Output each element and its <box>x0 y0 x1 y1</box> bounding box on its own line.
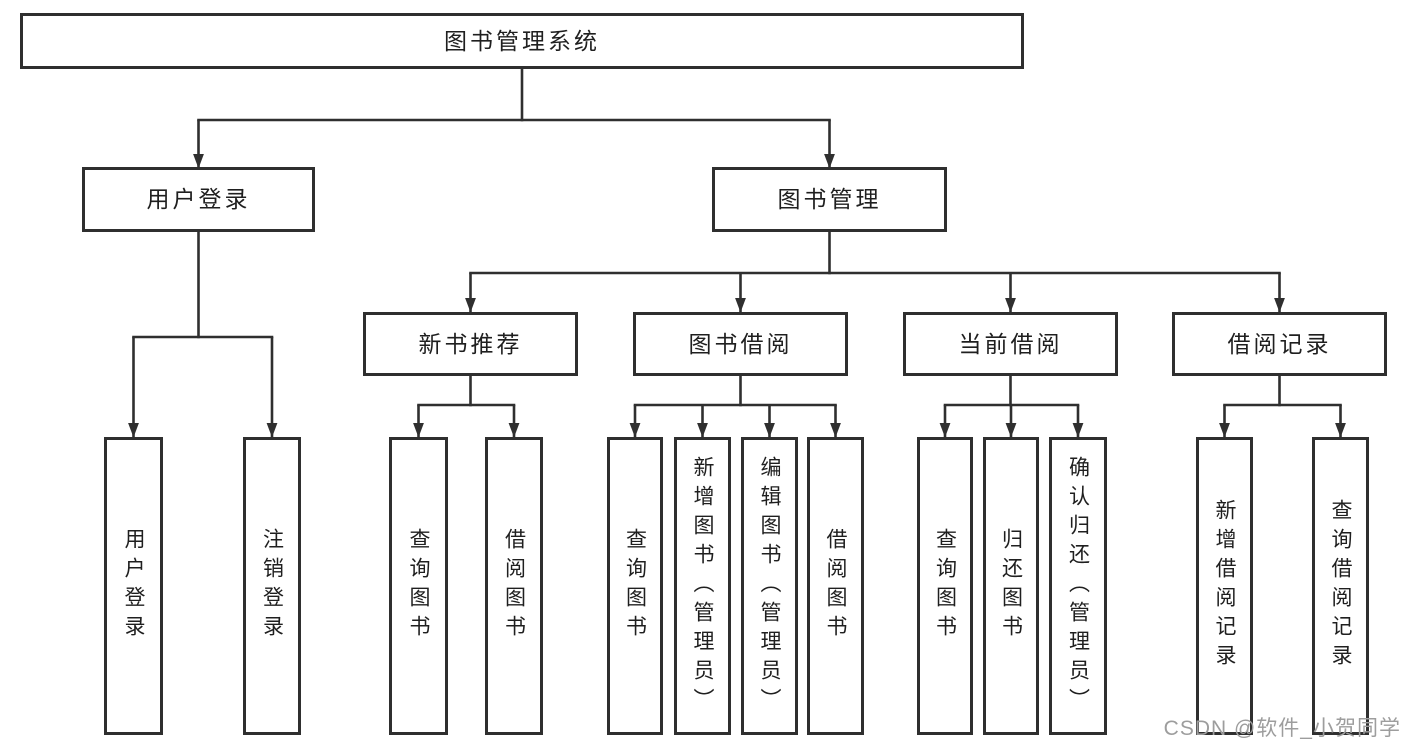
leaf-borrow-borrow-books-label: 借阅图书 <box>824 528 847 644</box>
edges-user-login <box>128 230 278 438</box>
leaf-borrow-query-books-label: 查询图书 <box>623 528 647 644</box>
leaf-records-query-record-label: 查询借阅记录 <box>1329 499 1352 673</box>
edges-book-borrow <box>629 374 841 438</box>
node-new-book-rec-label: 新书推荐 <box>418 330 523 357</box>
leaf-borrow-edit-books-admin: 编辑图书（管理员） <box>741 437 798 735</box>
edges-new-book-rec <box>413 374 520 438</box>
leaf-current-return-books-label: 归还图书 <box>999 528 1023 644</box>
node-book-borrow-label: 图书借阅 <box>688 330 793 357</box>
leaf-newrec-query-books: 查询图书 <box>389 437 448 735</box>
leaf-records-query-record: 查询借阅记录 <box>1312 437 1369 735</box>
edges-current-borrow <box>939 374 1084 438</box>
edges-root-to-level2 <box>193 67 835 169</box>
node-borrow-records: 借阅记录 <box>1172 312 1387 376</box>
node-current-borrow-label: 当前借阅 <box>958 330 1063 357</box>
edges-book-mgmt <box>465 230 1285 313</box>
node-user-login: 用户登录 <box>82 167 315 232</box>
node-new-book-rec: 新书推荐 <box>363 312 578 376</box>
leaf-borrow-add-books-admin: 新增图书（管理员） <box>674 437 731 735</box>
node-book-mgmt: 图书管理 <box>712 167 947 232</box>
csdn-watermark: CSDN @软件_小贺同学 <box>1163 717 1401 740</box>
leaf-newrec-query-books-label: 查询图书 <box>407 528 430 644</box>
leaf-borrow-borrow-books: 借阅图书 <box>807 437 864 735</box>
node-root-label: 图书管理系统 <box>444 27 600 54</box>
leaf-current-query-books-label: 查询图书 <box>933 528 957 644</box>
node-current-borrow: 当前借阅 <box>903 312 1118 376</box>
leaf-borrow-edit-books-admin-label: 编辑图书（管理员） <box>758 455 781 717</box>
leaf-logout: 注销登录 <box>243 437 301 735</box>
edges-borrow-records <box>1219 374 1346 438</box>
node-book-mgmt-label: 图书管理 <box>777 186 882 212</box>
leaf-current-query-books: 查询图书 <box>917 437 973 735</box>
leaf-current-confirm-return-admin: 确认归还（管理员） <box>1049 437 1107 735</box>
node-borrow-records-label: 借阅记录 <box>1227 330 1332 357</box>
leaf-records-add-record-label: 新增借阅记录 <box>1213 499 1236 673</box>
leaf-user-login: 用户登录 <box>104 437 163 735</box>
leaf-records-add-record: 新增借阅记录 <box>1196 437 1253 735</box>
leaf-borrow-query-books: 查询图书 <box>607 437 663 735</box>
leaf-newrec-borrow-books-label: 借阅图书 <box>502 528 526 644</box>
leaf-logout-label: 注销登录 <box>260 528 284 644</box>
node-root: 图书管理系统 <box>20 13 1024 69</box>
node-book-borrow: 图书借阅 <box>633 312 848 376</box>
leaf-newrec-borrow-books: 借阅图书 <box>485 437 543 735</box>
node-user-login-label: 用户登录 <box>146 186 251 212</box>
leaf-current-confirm-return-admin-label: 确认归还（管理员） <box>1066 455 1090 717</box>
leaf-current-return-books: 归还图书 <box>983 437 1039 735</box>
leaf-borrow-add-books-admin-label: 新增图书（管理员） <box>691 455 714 717</box>
leaf-user-login-label: 用户登录 <box>122 528 145 644</box>
